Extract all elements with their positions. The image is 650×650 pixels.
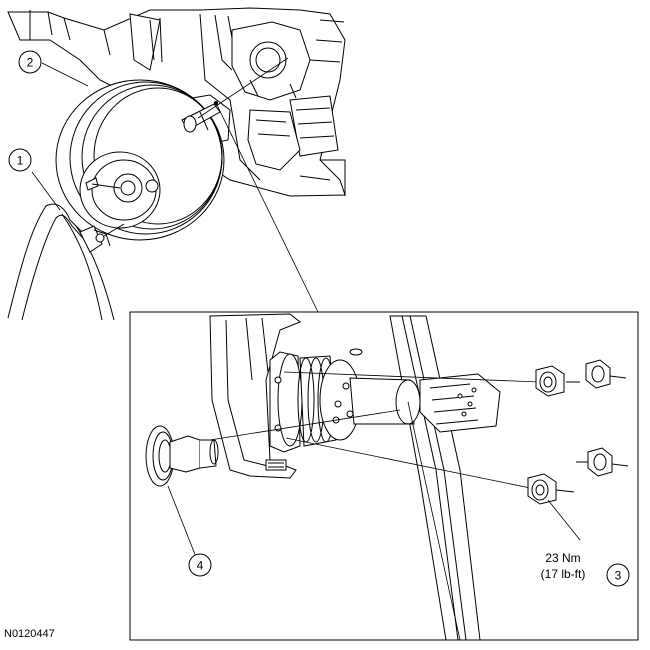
leader-dot [214,101,218,105]
callout-3: 3 [606,563,630,587]
detail-inset-frame [129,311,639,641]
svg-text:2: 2 [27,56,34,70]
brake-booster [55,79,225,241]
torque-metric: 23 Nm [545,551,580,565]
nut-lower-right [576,447,629,477]
svg-text:1: 1 [17,154,24,168]
callout-4: 4 [188,553,212,577]
callout-2: 2 [18,50,42,74]
booster-rear-detail [269,348,421,453]
grommet-seal [145,425,219,487]
callout-1: 1 [8,148,32,172]
svg-text:3: 3 [615,569,622,583]
nut-upper-left [535,365,580,397]
torque-spec: 23 Nm (17 lb-ft) [541,551,586,581]
stud-lines [209,371,541,641]
nut-lower-left [527,473,575,505]
vacuum-hose [7,203,125,321]
leader-lines-top [31,57,319,313]
nut-upper-right [585,359,627,389]
svg-text:4: 4 [197,559,204,573]
leader-lines-detail [167,485,581,563]
torque-imperial: (17 lb-ft) [541,567,586,581]
figure-id: N0120447 [4,628,55,640]
